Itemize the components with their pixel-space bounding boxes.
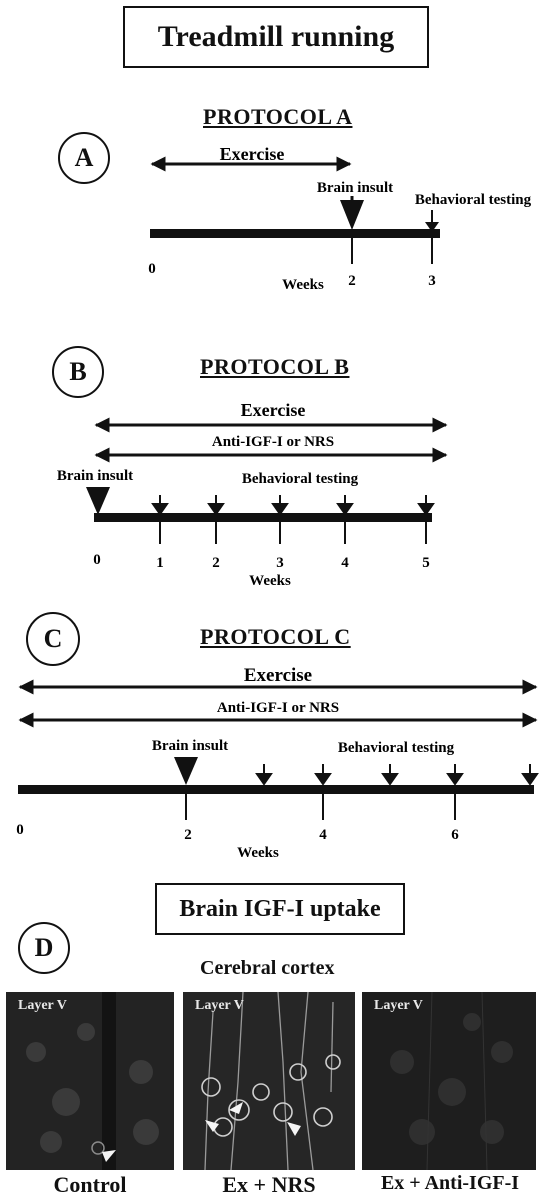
uptake-title-box: Brain IGF-I uptake xyxy=(155,883,405,935)
protocol-c-tick-6: 6 xyxy=(451,827,459,843)
caption-ex-anti-igf: Ex + Anti-IGF-I xyxy=(380,1172,520,1194)
protocol-c-letter-circle: C xyxy=(26,612,80,666)
protocol-b-treatment-label: Anti-IGF-I or NRS xyxy=(212,434,334,450)
micrograph-ex-nrs-layer-label: Layer V xyxy=(195,998,244,1013)
protocol-b-letter-circle: B xyxy=(52,346,104,398)
protocol-c-exercise-label: Exercise xyxy=(244,665,312,686)
protocol-a: Exercise Brain insult Behavioral testing… xyxy=(148,144,531,293)
protocol-c-tick-0: 0 xyxy=(16,822,24,838)
protocol-b-insult-arrow xyxy=(86,487,110,515)
uptake-subtitle: Cerebral cortex xyxy=(200,957,335,979)
protocol-a-timeline-bar xyxy=(150,229,440,238)
protocol-b-timeline-bar xyxy=(94,513,432,522)
protocol-c-testing-label: Behavioral testing xyxy=(338,740,455,756)
protocol-a-axis-label: Weeks xyxy=(282,277,324,293)
protocol-b-tick-1: 1 xyxy=(156,555,164,571)
protocol-b-testing-label: Behavioral testing xyxy=(242,471,359,487)
protocol-c-tick-4: 4 xyxy=(319,827,327,843)
protocol-b-insult-label: Brain insult xyxy=(57,468,133,484)
uptake-letter-circle: D xyxy=(18,922,70,974)
protocol-b-tick-4: 4 xyxy=(341,555,349,571)
protocol-c-timeline-bar xyxy=(18,785,534,794)
protocol-a-tick-2: 2 xyxy=(348,273,356,289)
caption-control: Control xyxy=(53,1172,127,1197)
protocol-c-title: PROTOCOL C xyxy=(200,624,351,649)
protocol-a-testing-label: Behavioral testing xyxy=(415,192,532,208)
protocol-b-title: PROTOCOL B xyxy=(200,354,350,379)
protocol-c-testing-arrows xyxy=(255,764,539,786)
protocol-b-tick-3: 3 xyxy=(276,555,284,571)
arrowhead-icon xyxy=(229,1102,243,1114)
protocol-c-axis-label: Weeks xyxy=(237,845,279,861)
protocol-c-insult-arrow xyxy=(174,757,198,785)
protocol-b-exercise-label: Exercise xyxy=(241,400,306,420)
protocol-b-axis-label: Weeks xyxy=(249,573,291,589)
arrowhead-icon xyxy=(102,1150,116,1162)
protocol-c-letter: C xyxy=(43,624,63,653)
protocol-a-tick-0: 0 xyxy=(148,261,156,277)
micrograph-control: Layer V xyxy=(6,992,174,1170)
uptake-title: Brain IGF-I uptake xyxy=(179,895,381,922)
protocol-a-insult-arrow xyxy=(340,200,364,230)
arrowhead-icon xyxy=(287,1122,301,1136)
protocol-b-testing-arrows xyxy=(151,495,435,516)
protocol-a-letter: A xyxy=(74,143,94,172)
arrowhead-icon xyxy=(205,1120,219,1132)
caption-ex-nrs: Ex + NRS xyxy=(222,1172,316,1197)
protocol-b-tick-5: 5 xyxy=(422,555,430,571)
protocol-b-tick-2: 2 xyxy=(212,555,220,571)
protocol-b-tick-0: 0 xyxy=(93,552,101,568)
protocol-c-treatment-label: Anti-IGF-I or NRS xyxy=(217,700,339,716)
figure-title-box: Treadmill running xyxy=(123,6,429,68)
micrograph-control-image xyxy=(6,992,174,1170)
micrograph-control-layer-label: Layer V xyxy=(18,998,67,1013)
micrograph-ex-anti-igf: Layer V xyxy=(362,992,536,1170)
micrograph-ex-nrs-image xyxy=(183,992,355,1170)
protocol-a-exercise-label: Exercise xyxy=(220,144,285,164)
protocol-a-title: PROTOCOL A xyxy=(203,104,353,129)
protocol-timelines: Exercise Brain insult Behavioral testing… xyxy=(16,144,539,861)
protocol-a-testing-arrow xyxy=(425,222,439,232)
protocol-a-tick-3: 3 xyxy=(428,273,436,289)
protocol-b: Exercise Anti-IGF-I or NRS Brain insult … xyxy=(57,400,448,589)
protocol-c-tick-2: 2 xyxy=(184,827,192,843)
micrograph-ex-anti-igf-image xyxy=(362,992,536,1170)
protocol-c: Exercise Anti-IGF-I or NRS Brain insult … xyxy=(16,665,539,861)
protocol-a-letter-circle: A xyxy=(58,132,110,184)
uptake-letter: D xyxy=(34,933,54,962)
figure-title: Treadmill running xyxy=(157,20,395,53)
micrograph-ex-anti-igf-layer-label: Layer V xyxy=(374,998,423,1013)
protocol-c-insult-label: Brain insult xyxy=(152,738,228,754)
micrograph-ex-nrs: Layer V xyxy=(183,992,355,1170)
protocol-b-letter: B xyxy=(69,357,87,386)
protocol-a-insult-label: Brain insult xyxy=(317,180,393,196)
